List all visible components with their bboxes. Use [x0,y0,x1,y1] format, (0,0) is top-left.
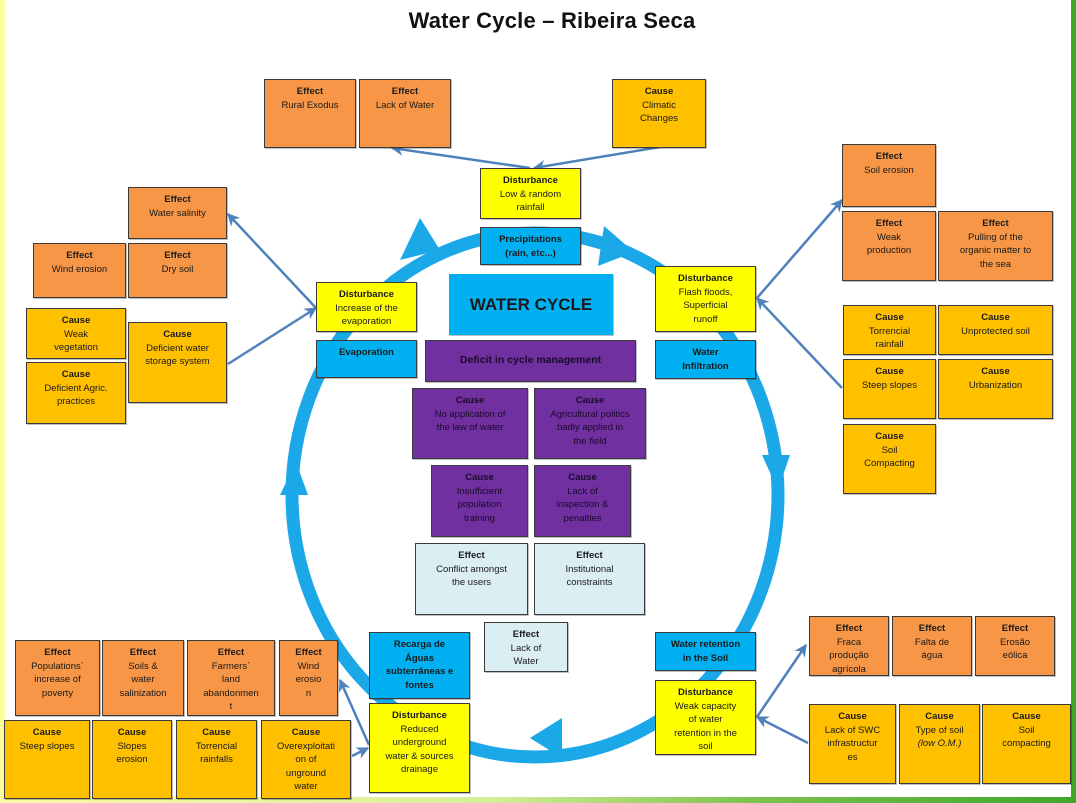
deficit-in-cycle-management: Deficit in cycle management [425,340,636,382]
connector-storage-to-left [227,306,318,366]
stage-recarga-aguas: Recarga de Águas subterrâneas e fontes [369,632,470,699]
water-cycle-label: WATER CYCLE [449,274,613,335]
connector-top-to-lack-of-water [390,143,531,170]
frame-left-border [0,0,5,803]
connector-bl-to-wind-erosion [338,678,371,746]
stage-water-infiltration: Water Infiltration [655,340,756,379]
cycle-arrowhead-top-left [400,218,440,260]
stage-precipitations: Precipitations (rain, etc...) [480,227,581,265]
cycle-arrowhead-left [280,462,308,495]
stage-evaporation: Evaporation [316,340,417,378]
connector-slopes-to-right [756,297,843,389]
connector-overexploit-to-bl [351,746,370,759]
connector-br-to-fraca [755,643,808,718]
connector-left-to-salinity [227,213,317,309]
connector-climatic-to-top [532,145,661,173]
cycle-arrowhead-top-right [598,226,634,266]
diagram-title: Water Cycle – Ribeira Seca [408,8,696,33]
stage-water-retention: Water retention in the Soil [655,632,756,671]
connector-swc-to-br [755,715,809,745]
cycle-arrowhead-bottom [530,718,562,758]
cycle-arrowhead-right [762,455,790,490]
frame-bottom-border [0,797,1076,803]
connector-right-to-soil-erosion [756,199,843,299]
frame-right-border [1071,0,1076,797]
